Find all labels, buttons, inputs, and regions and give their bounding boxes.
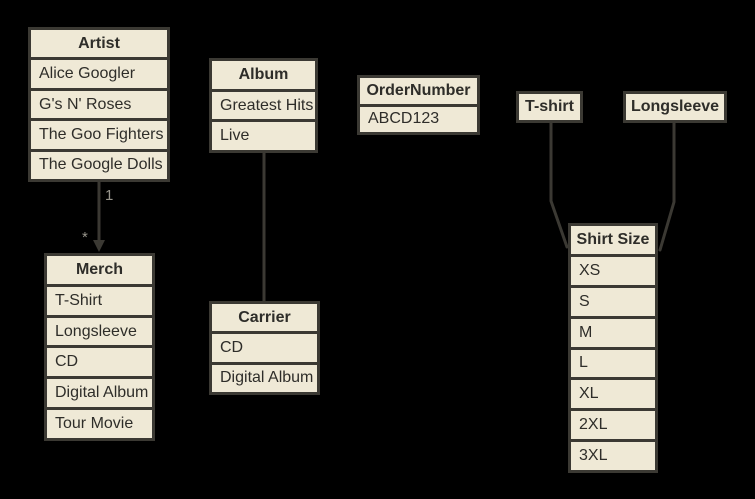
node-merch-row: Tour Movie xyxy=(47,410,152,438)
connector-longsleeve-shirtsize xyxy=(658,121,676,252)
node-artist-row: Alice Googler xyxy=(31,60,167,88)
edge-label-source-cardinality: 1 xyxy=(105,187,114,204)
node-shirtsize-row: M xyxy=(571,318,655,347)
node-album[interactable]: Album Greatest Hits Live xyxy=(209,58,318,153)
node-shirtsize-row: 3XL xyxy=(571,442,655,470)
node-ordernumber-title: OrderNumber xyxy=(360,78,477,104)
node-ordernumber[interactable]: OrderNumber ABCD123 xyxy=(357,75,480,135)
node-carrier-row: CD xyxy=(212,334,317,362)
node-artist-title: Artist xyxy=(31,30,167,58)
node-album-row: Greatest Hits xyxy=(212,91,315,120)
node-merch-row: CD xyxy=(47,348,152,377)
node-shirtsize-row: XL xyxy=(571,380,655,409)
node-ordernumber-row: ABCD123 xyxy=(360,106,477,132)
node-artist-row: The Goo Fighters xyxy=(31,121,167,149)
node-longsleeve[interactable]: Longsleeve xyxy=(623,91,727,123)
node-longsleeve-title: Longsleeve xyxy=(626,94,724,120)
node-merch-row: Digital Album xyxy=(47,379,152,408)
node-shirtsize-row: 2XL xyxy=(571,411,655,440)
edge-label-target-cardinality: * xyxy=(82,229,88,246)
node-tshirt-title: T-shirt xyxy=(519,94,580,120)
node-carrier-row: Digital Album xyxy=(212,364,317,392)
node-shirtsize-title: Shirt Size xyxy=(571,226,655,254)
node-artist-row: The Google Dolls xyxy=(31,151,167,180)
node-merch-title: Merch xyxy=(47,256,152,284)
node-album-title: Album xyxy=(212,61,315,89)
node-shirtsize-row: XS xyxy=(571,256,655,285)
node-merch[interactable]: Merch T-Shirt Longsleeve CD Digital Albu… xyxy=(44,253,155,441)
node-artist-row: G's N' Roses xyxy=(31,90,167,119)
node-tshirt[interactable]: T-shirt xyxy=(516,91,583,123)
node-carrier[interactable]: Carrier CD Digital Album xyxy=(209,301,320,395)
node-merch-row: Longsleeve xyxy=(47,317,152,346)
node-shirtsize-row: S xyxy=(571,287,655,316)
node-artist[interactable]: Artist Alice Googler G's N' Roses The Go… xyxy=(28,27,170,182)
node-carrier-title: Carrier xyxy=(212,304,317,332)
arrowhead-artist-merch xyxy=(93,240,105,252)
node-album-row: Live xyxy=(212,122,315,151)
node-shirtsize[interactable]: Shirt Size XS S M L XL 2XL 3XL xyxy=(568,223,658,473)
connector-tshirt-shirtsize xyxy=(549,121,569,249)
node-shirtsize-row: L xyxy=(571,349,655,378)
node-merch-row: T-Shirt xyxy=(47,286,152,315)
